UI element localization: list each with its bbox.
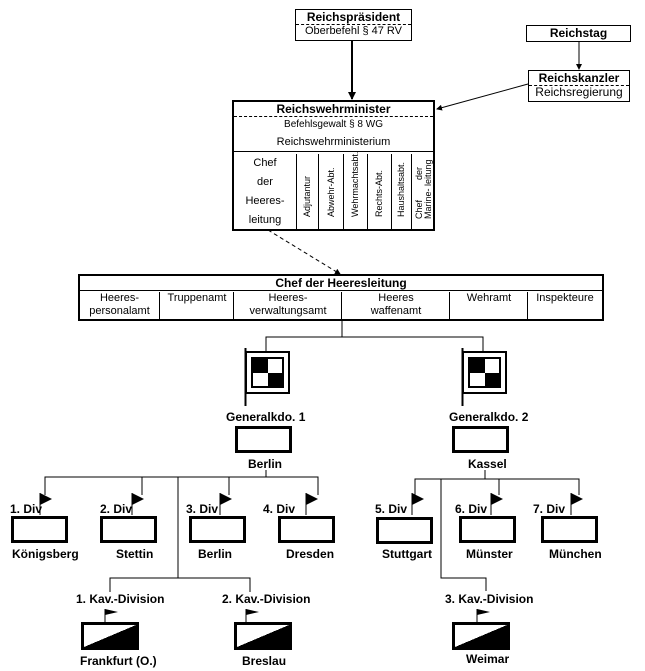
arrow-dashed-heeresleitung	[267, 229, 341, 275]
reichskanzler-subtitle: Reichsregierung	[535, 85, 623, 99]
div7-box	[541, 516, 598, 543]
div4-name: 4. Div	[263, 502, 296, 516]
gk1-command-flag-icon	[244, 348, 290, 406]
cav2-name: 2. Kav.-Division	[222, 592, 311, 606]
reichspraesident-box: Reichspräsident Oberbefehl § 47 RV	[295, 9, 412, 41]
reichskanzler-title: Reichskanzler	[529, 71, 629, 86]
line-gk1-bar	[44, 476, 319, 495]
div6-box	[459, 516, 516, 543]
cav1-box	[81, 622, 139, 650]
office-wehramt: Wehramt	[449, 292, 528, 319]
cav2-box	[234, 622, 292, 650]
reichspraesident-subtitle: Oberbefehl § 47 RV	[304, 25, 403, 37]
div7-name: 7. Div	[533, 502, 566, 516]
cav1-flag-icon	[104, 609, 118, 623]
department-haushalt: Haushaltsabt.	[391, 154, 412, 229]
gk2-box	[452, 426, 509, 453]
gk1-box	[235, 426, 292, 453]
reichswehrministerium-label: Reichswehrministerium	[234, 133, 433, 152]
gk2-location: Kassel	[468, 457, 507, 471]
reichswehrminister-title: Reichswehrminister	[234, 102, 433, 117]
div2-name: 2. Div	[100, 502, 133, 516]
div6-name: 6. Div	[455, 502, 488, 516]
div3-name: 3. Div	[186, 502, 219, 516]
department-rechts: Rechts-Abt.	[367, 154, 392, 229]
div3-box	[189, 516, 246, 543]
cav3-box	[452, 622, 510, 650]
department-abwehr: Abwehr-Abt.	[318, 154, 344, 229]
heeresleitung-title: Chef der Heeresleitung	[80, 276, 602, 291]
chef-heeresleitung-cell: Chef der Heeres- leitung	[245, 157, 285, 226]
div1-box	[11, 516, 68, 543]
line-gk2-cavalry	[440, 479, 487, 591]
cav3-name: 3. Kav.-Division	[445, 592, 534, 606]
div6-flag-icon	[490, 493, 503, 515]
gk2-name: Generalkdo. 2	[449, 410, 529, 424]
div2-box	[100, 516, 157, 543]
div4-box	[278, 516, 335, 543]
div1-location: Königsberg	[12, 547, 79, 561]
cav1-location: Frankfurt (O.)	[80, 654, 157, 668]
cav3-flag-icon	[476, 609, 490, 623]
department-wehrmacht: Wehrmachtsabt.	[343, 152, 368, 229]
div7-location: München	[549, 547, 602, 561]
div5-box	[376, 517, 433, 544]
office-inspekteure: Inspekteure	[527, 292, 602, 319]
div5-name: 5. Div	[375, 502, 408, 516]
div5-location: Stuttgart	[382, 547, 432, 561]
office-heeresverwaltungsamt: Heeres-verwaltungsamt	[233, 292, 342, 319]
reichstag-box: Reichstag	[526, 25, 631, 42]
line-gk2-bar	[414, 478, 580, 495]
cav1-name: 1. Kav.-Division	[76, 592, 165, 606]
heeresleitung-box: Chef der Heeresleitung Heeres-personalam…	[78, 274, 604, 321]
reichswehrminister-box: Reichswehrminister Befehlsgewalt § 8 WG …	[232, 100, 435, 231]
line-cav-bar	[109, 577, 251, 592]
department-adjutantur: Adjutantur	[296, 154, 319, 229]
div2-location: Stettin	[116, 547, 154, 561]
line-groups-bar	[265, 336, 484, 352]
cav2-flag-icon	[245, 609, 259, 623]
chef-marineleitung-cell: Chef der Marine- leitung	[411, 154, 434, 229]
div7-flag-icon	[570, 493, 583, 515]
div4-flag-icon	[305, 493, 318, 515]
office-truppenamt: Truppenamt	[159, 292, 234, 319]
reichstag-title: Reichstag	[549, 26, 608, 40]
gk1-name: Generalkdo. 1	[226, 410, 306, 424]
gk2-command-flag-icon	[461, 348, 507, 406]
cav2-location: Breslau	[242, 654, 287, 668]
ministry-departments: Chef der Heeres- leitung Adjutantur Abwe…	[234, 152, 434, 229]
div1-name: 1. Div	[10, 502, 43, 516]
div5-flag-icon	[411, 493, 424, 515]
div2-flag-icon	[131, 493, 144, 515]
reichspraesident-title: Reichspräsident	[296, 10, 411, 25]
arrow-kanzler-minister	[436, 83, 529, 111]
gk1-location: Berlin	[248, 457, 283, 471]
div6-location: Münster	[466, 547, 513, 561]
cav3-location: Weimar	[466, 652, 510, 666]
reichswehrminister-subtitle: Befehlsgewalt § 8 WG	[284, 119, 383, 130]
office-heerespersonalamt: Heeres-personalamt	[89, 292, 150, 317]
div4-location: Dresden	[286, 547, 335, 561]
div1-flag-icon	[39, 493, 52, 515]
reichskanzler-box: Reichskanzler Reichsregierung	[528, 70, 630, 102]
div3-location: Berlin	[198, 547, 233, 561]
div3-flag-icon	[219, 493, 232, 515]
